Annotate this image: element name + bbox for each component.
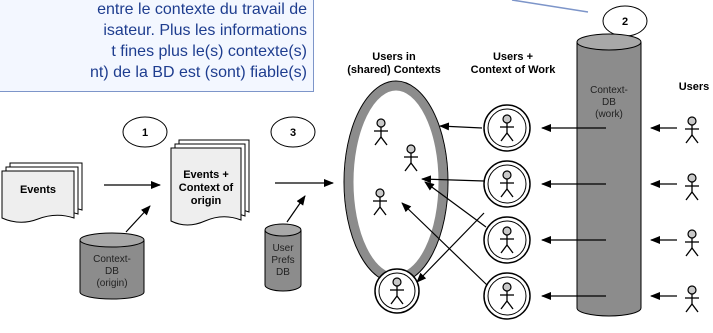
user-prefs-db-line-2: Prefs: [271, 255, 294, 266]
context-db-work-line-1: Context-: [590, 85, 628, 96]
context-db-work-line-2: DB: [602, 97, 616, 108]
context-db-origin-line-2: DB: [105, 266, 119, 277]
callout-box: entre le contexte du travail de isateur.…: [0, 0, 314, 92]
right-user-1: [684, 116, 700, 144]
work-user-circle-2: [483, 160, 531, 208]
context-db-work-line-3: (work): [595, 109, 623, 120]
events-context-line-2: Context of: [179, 182, 234, 194]
work-user-circle-3: [483, 216, 531, 264]
context-db-work-cylinder: Context- DB (work): [576, 33, 642, 317]
arrow-work-4-to-shared: [401, 202, 488, 286]
user-prefs-db-line-3: DB: [276, 267, 290, 278]
header-shared-line-1: Users in: [372, 51, 416, 63]
arrow-db-origin-to-context: [125, 205, 151, 233]
header-work-line-2: Context of Work: [471, 64, 557, 76]
callout-pointer-line: [511, 0, 589, 13]
events-context-document: Events + Context of origin: [170, 139, 250, 226]
shared-context-ellipse: [344, 81, 448, 283]
header-users: Users: [679, 81, 710, 93]
arrow-work-2-to-shared: [421, 175, 485, 184]
callout-line-3: t fines plus le(s) contexte(s): [111, 43, 307, 60]
right-user-2: [684, 173, 700, 201]
step-3-label: 3: [290, 127, 296, 139]
arrow-work-3-to-shared: [424, 181, 487, 228]
step-2-label: 2: [622, 16, 628, 28]
header-shared-line-2: (shared) Contexts: [347, 64, 441, 76]
callout-line-4: nt) de la BD est (sont) fiable(s): [90, 64, 307, 81]
context-db-origin-line-1: Context-: [93, 254, 131, 265]
step-1-marker: 1: [122, 116, 168, 148]
step-2-marker: 2: [602, 5, 648, 37]
right-user-3: [684, 229, 700, 257]
events-context-line-1: Events +: [183, 169, 229, 181]
header-work-line-1: Users +: [493, 51, 533, 63]
callout-line-1: entre le contexte du travail de: [97, 1, 307, 18]
context-db-origin-line-3: (origin): [96, 278, 127, 289]
arrow-work-2-to-isolated: [416, 212, 485, 283]
user-prefs-db-line-1: User: [272, 243, 294, 254]
right-user-4: [684, 285, 700, 313]
work-user-circle-1: [483, 104, 531, 152]
step-3-marker: 3: [270, 116, 316, 148]
arrow-work-1-to-shared: [439, 122, 483, 131]
context-db-origin-cylinder: Context- DB (origin): [79, 232, 145, 300]
callout-line-2: isateur. Plus les informations: [103, 22, 307, 39]
events-label: Events: [20, 184, 56, 196]
events-context-line-3: origin: [191, 195, 222, 207]
user-prefs-db-cylinder: User Prefs DB: [264, 223, 302, 292]
arrow-prefs-to-users: [286, 195, 306, 223]
events-document: Events: [1, 162, 83, 223]
work-user-circle-4: [483, 272, 531, 320]
step-1-label: 1: [142, 127, 148, 139]
